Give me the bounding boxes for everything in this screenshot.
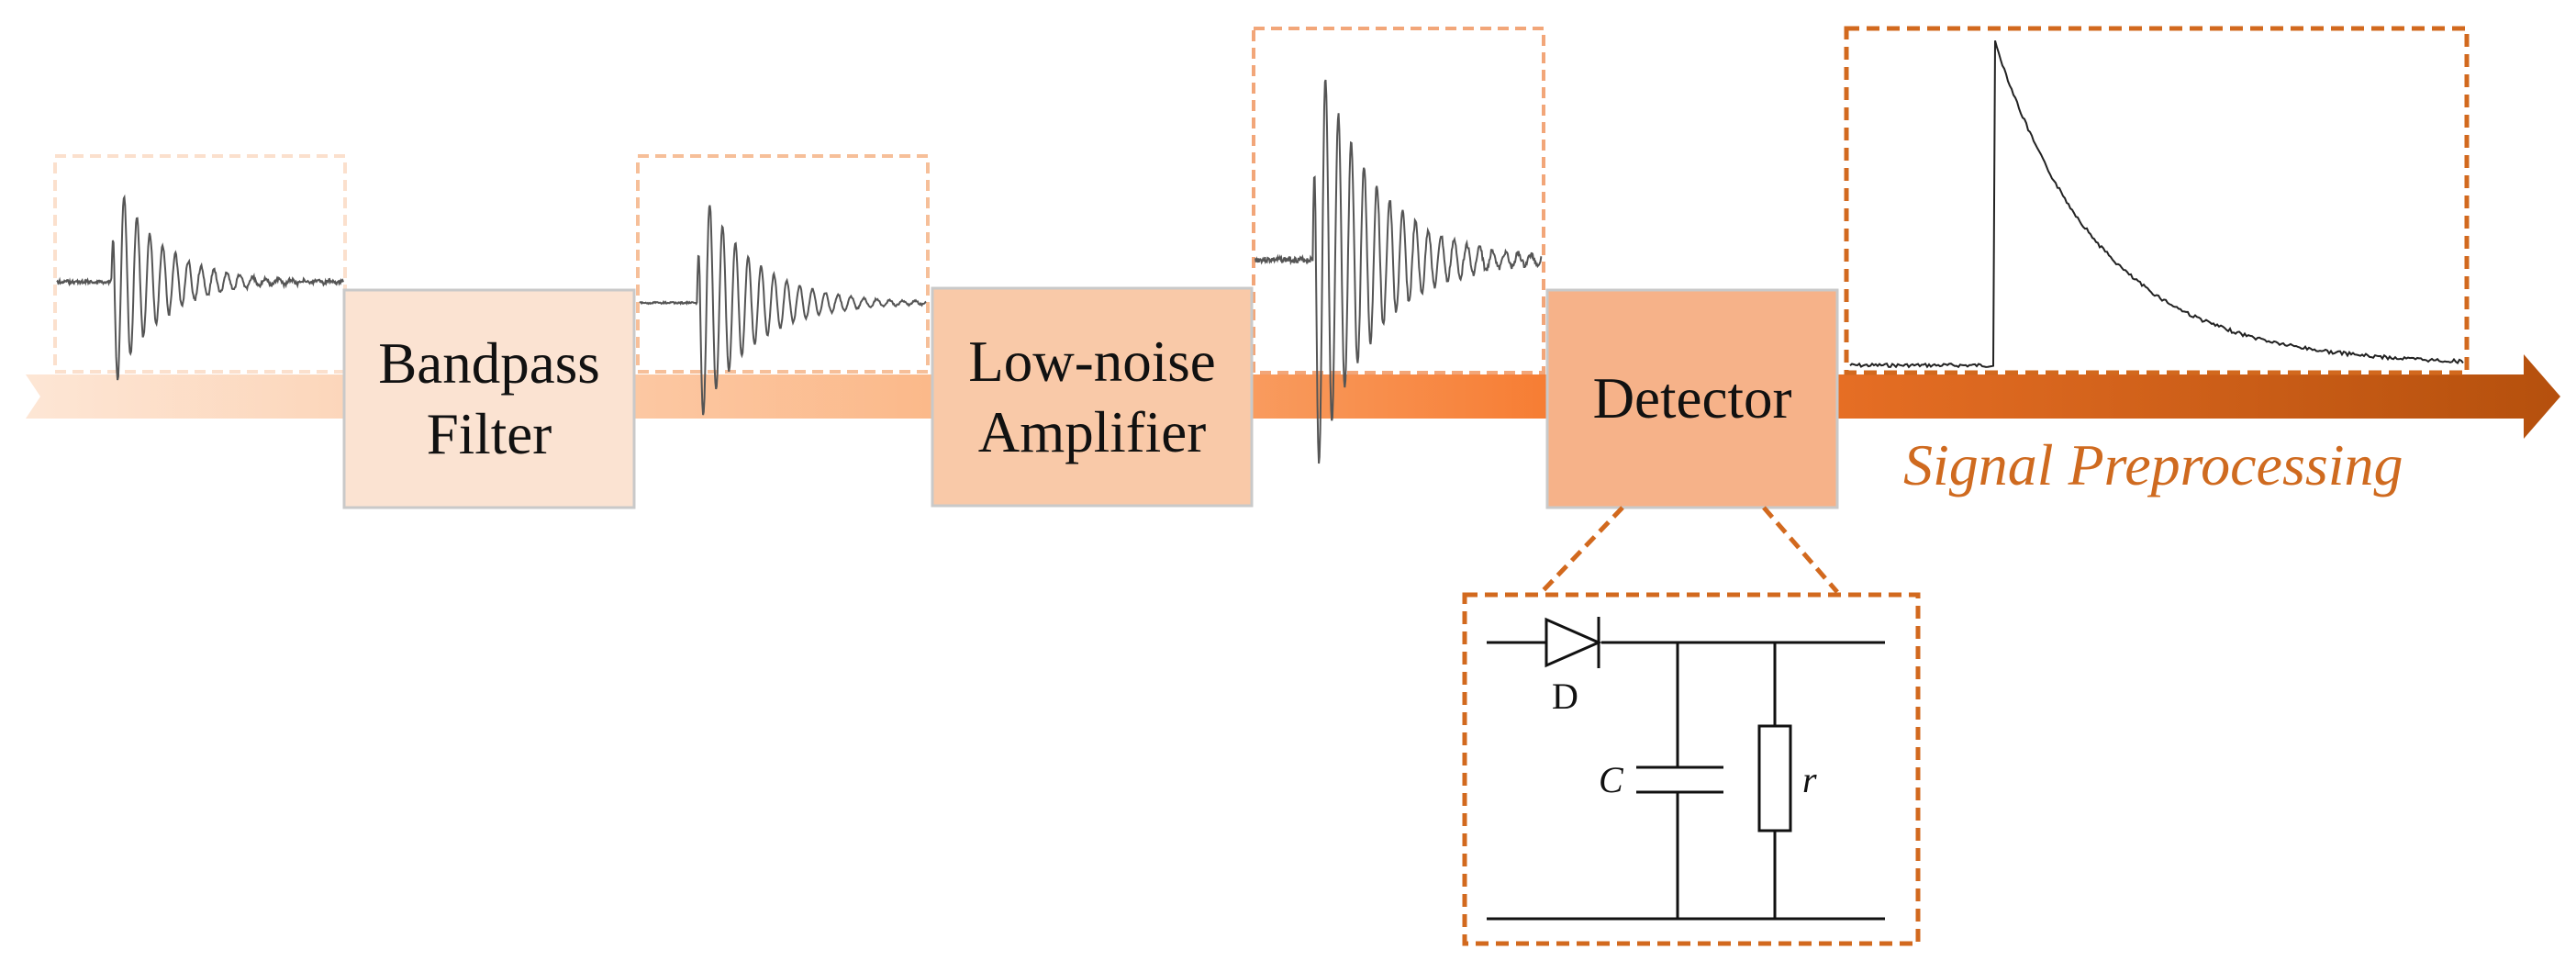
detector-circuit-schematic bbox=[1487, 617, 1885, 921]
waveform-input bbox=[56, 194, 344, 381]
bandpass-filter-label: Bandpass Filter bbox=[378, 330, 600, 466]
low-noise-amplifier-label: Low-noise Amplifier bbox=[968, 329, 1216, 464]
detector-block bbox=[1545, 288, 1839, 509]
detector-label: Detector bbox=[1592, 366, 1792, 431]
zoom-line-left bbox=[1540, 506, 1624, 594]
signal-preprocessing-caption: Signal Preprocessing bbox=[1903, 432, 2403, 497]
waveform-amplified bbox=[1255, 79, 1543, 464]
resistor-symbol bbox=[1757, 724, 1792, 832]
detector-circuit-box bbox=[1462, 592, 1921, 946]
waveform-box-amplified bbox=[1252, 27, 1545, 374]
waveform-box-input bbox=[53, 154, 347, 374]
waveform-box-detected bbox=[1844, 26, 2470, 375]
low-noise-amplifier-block bbox=[931, 286, 1254, 508]
waveform-filtered bbox=[639, 205, 927, 416]
diode-label: D bbox=[1552, 676, 1578, 717]
signal-flow-arrow bbox=[26, 354, 2560, 439]
resistor-label: r bbox=[1802, 759, 1817, 800]
waveform-box-filtered bbox=[636, 154, 930, 374]
zoom-line-right bbox=[1762, 506, 1839, 594]
bandpass-filter-block bbox=[342, 288, 636, 509]
diode-symbol bbox=[1544, 617, 1602, 668]
capacitor-label: C bbox=[1599, 759, 1623, 800]
waveform-envelope bbox=[1849, 39, 2464, 369]
